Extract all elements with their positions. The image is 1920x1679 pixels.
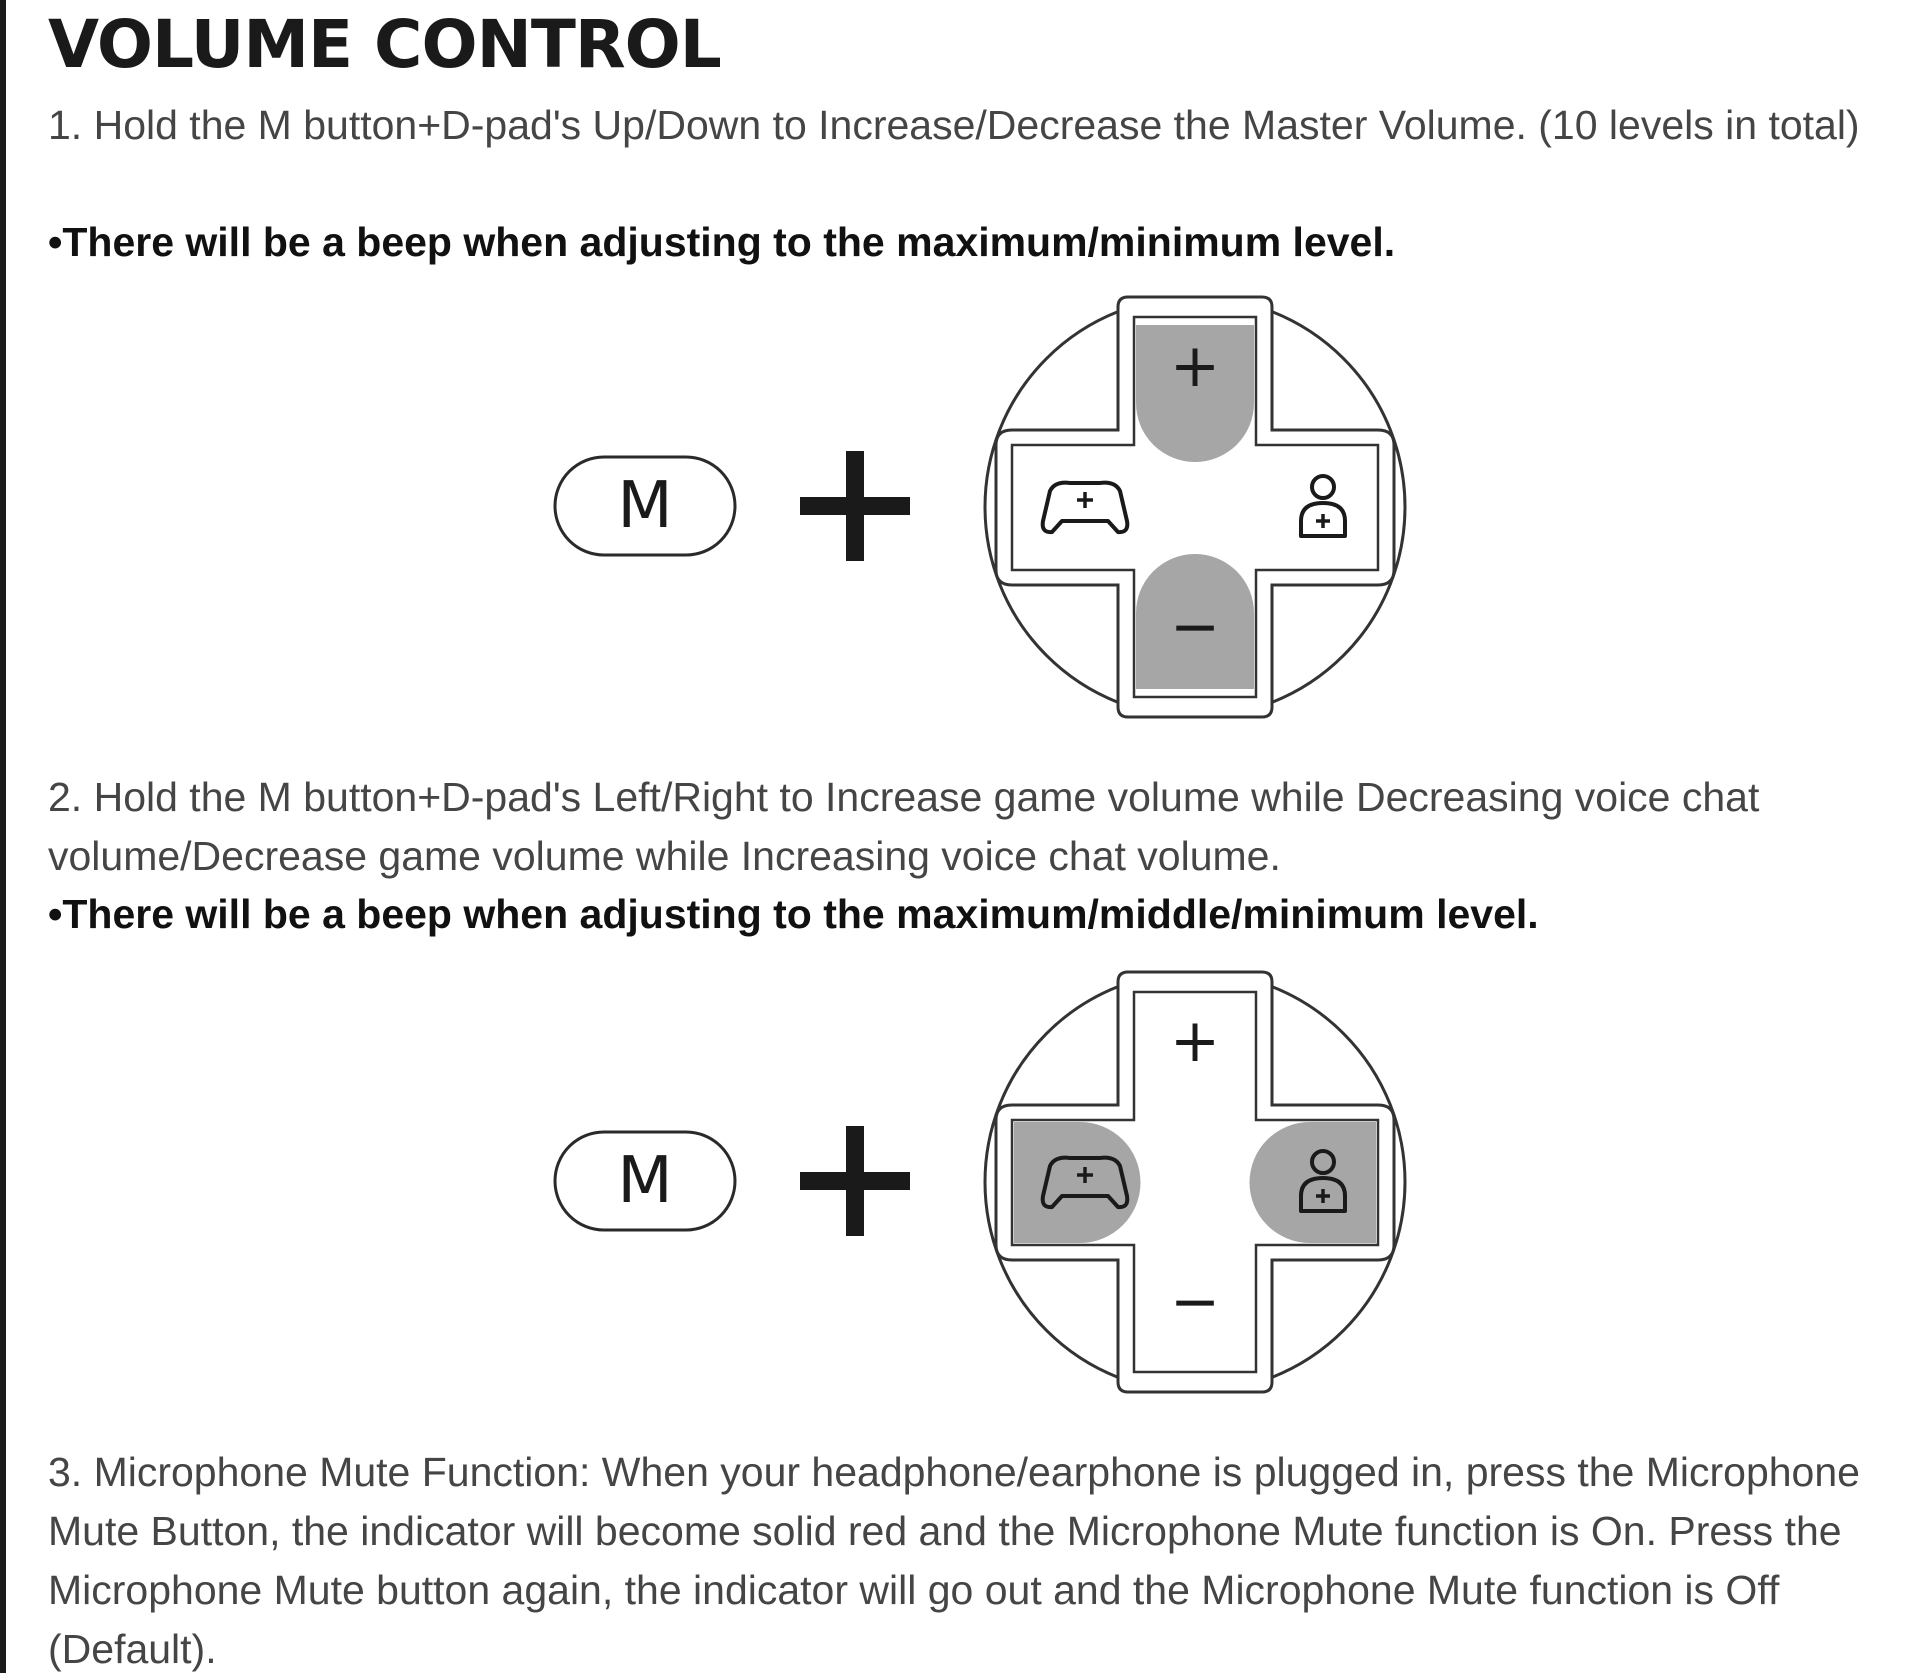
plus-symbol — [800, 1126, 910, 1236]
gamepad-icon — [1040, 480, 1130, 535]
dpad: + − — [983, 970, 1407, 1394]
m-button: M — [553, 455, 737, 557]
step-2-note: •There will be a beep when adjusting to … — [48, 891, 1539, 937]
gamepad-icon — [1040, 1155, 1130, 1210]
dpad-right-highlight — [1249, 1122, 1376, 1243]
dpad-up-plus-symbol: + — [1170, 1006, 1220, 1076]
dpad-down-minus-symbol: − — [1170, 592, 1220, 662]
dpad-up-highlight — [1136, 325, 1254, 462]
diagram-left-right: M + − — [0, 960, 1920, 1400]
dpad-down-highlight — [1136, 554, 1254, 689]
step-1-note: •There will be a beep when adjusting to … — [48, 219, 1396, 265]
dpad-up-plus-symbol: + — [1170, 331, 1220, 401]
plus-symbol — [800, 451, 910, 561]
m-button: M — [553, 1130, 737, 1232]
dpad: + − — [983, 295, 1407, 719]
diagram-up-down: M + − — [0, 285, 1920, 725]
voice-chat-person-icon — [1299, 474, 1347, 538]
step-2-text: 2. Hold the M button+D-pad's Left/Right … — [48, 774, 1760, 879]
dpad-down-minus-symbol: − — [1170, 1267, 1220, 1337]
page-title: VOLUME CONTROL — [48, 6, 722, 83]
left-border-rule — [0, 0, 6, 1673]
dpad-left-highlight — [1014, 1122, 1141, 1243]
m-button-label: M — [617, 469, 672, 543]
voice-chat-person-icon — [1299, 1149, 1347, 1213]
step-1-text: 1. Hold the M button+D-pad's Up/Down to … — [48, 102, 1860, 148]
m-button-label: M — [617, 1144, 672, 1218]
step-3-text: 3. Microphone Mute Function: When your h… — [48, 1449, 1860, 1672]
